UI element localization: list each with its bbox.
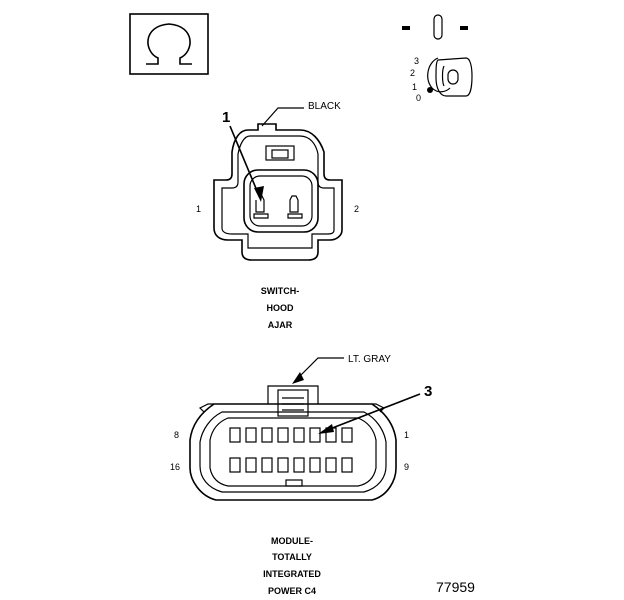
ignition-position-3: 3 xyxy=(414,56,419,66)
module-pin-9-label: 9 xyxy=(404,462,409,472)
callout-1: 1 xyxy=(222,109,230,126)
module-caption-line-3: INTEGRATED xyxy=(263,569,321,579)
ignition-position-2: 2 xyxy=(410,68,415,78)
module-caption-line-4: POWER C4 xyxy=(268,586,316,596)
ohm-icon xyxy=(129,13,209,75)
switch-connector: BLACK 1 1 2 xyxy=(196,101,359,261)
ignition-position-1: 1 xyxy=(412,82,417,92)
switch-caption-line-1: SWITCH- xyxy=(261,286,300,296)
module-color-label: LT. GRAY xyxy=(348,354,391,365)
figure-number: 77959 xyxy=(436,579,475,595)
module-caption-line-2: TOTALLY xyxy=(272,552,312,562)
module-terminals-top-row xyxy=(229,427,353,443)
module-terminals-bottom-row xyxy=(229,457,353,473)
callout-3: 3 xyxy=(424,383,432,400)
module-pin-16-label: 16 xyxy=(170,462,180,472)
switch-caption-line-3: AJAR xyxy=(268,320,293,330)
switch-color-label: BLACK xyxy=(308,101,341,112)
switch-caption-line-2: HOOD xyxy=(267,303,295,313)
module-pin-1-label: 1 xyxy=(404,430,409,440)
switch-pin-1-label: 1 xyxy=(196,204,201,214)
switch-caption: SWITCH- HOOD AJAR xyxy=(261,286,300,330)
module-pin-8-label: 8 xyxy=(174,430,179,440)
switch-pin-2-label: 2 xyxy=(354,204,359,214)
module-caption: MODULE- TOTALLY INTEGRATED POWER C4 xyxy=(263,536,321,596)
module-caption-line-1: MODULE- xyxy=(271,536,313,546)
module-connector: LT. GRAY 3 8 1 16 9 xyxy=(170,354,432,501)
ignition-key-icon: 3 2 1 0 xyxy=(402,14,473,103)
ignition-position-0: 0 xyxy=(416,93,421,103)
